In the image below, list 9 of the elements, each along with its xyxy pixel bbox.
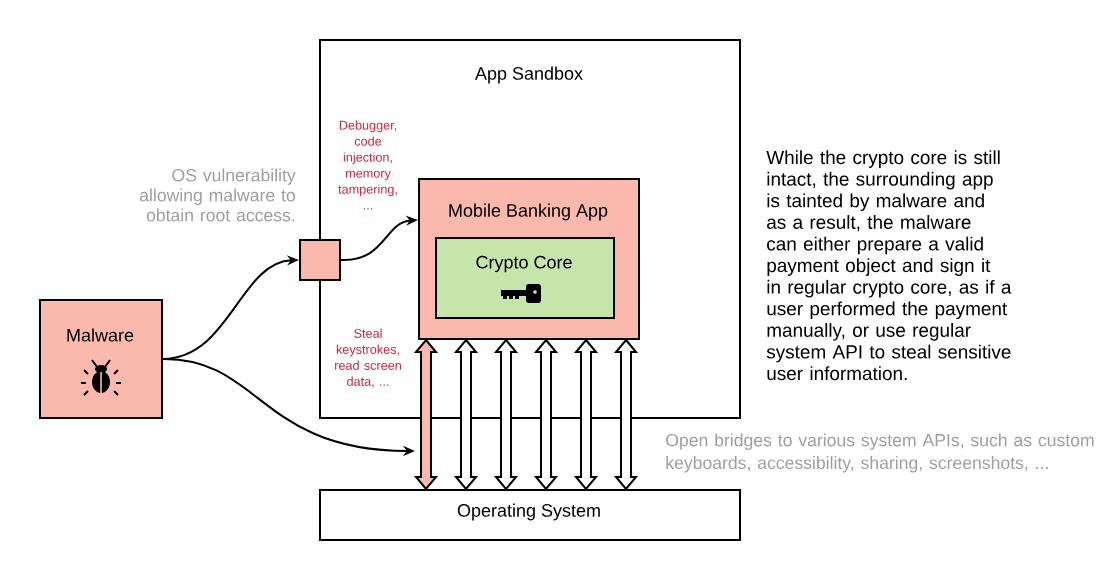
os-box: Operating System (319, 489, 741, 541)
note-text: Open bridges to various system APIs, such as custom keyboards, accessibility, sharing, screenshots, ... (666, 433, 1094, 473)
note-text: OS vulnerability allowing malware to obtain root access. (140, 168, 296, 222)
description-paragraph: While the crypto core is still intact, the surrounding app is tainted by malware and as a result, the malware can either prepare a valid payment object and sign it in regular crypto core, as if a user performed the payment manually, or use regular system API to steal sensitive user information. (766, 150, 1012, 381)
annotation-text: Steal keystrokes, read screen data, ... (335, 328, 401, 388)
malware-box: Malware (39, 299, 163, 419)
junction-square (299, 239, 341, 281)
annotation-text: Debugger, code injection, memory tampering, ... (338, 120, 397, 210)
crypto-core-box: Crypto Core (435, 237, 615, 319)
